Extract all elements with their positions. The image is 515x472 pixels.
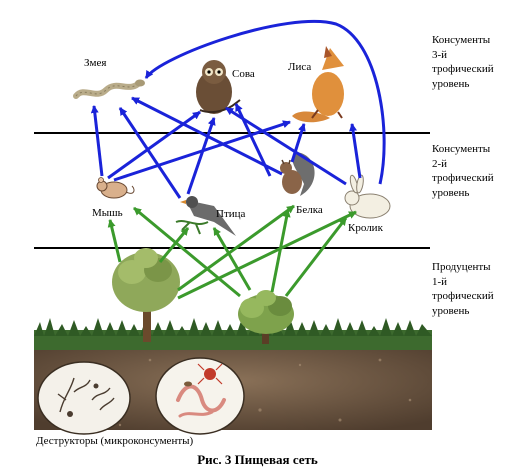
mouse-icon <box>96 177 135 199</box>
bush-producer <box>238 290 294 344</box>
level2-line-3: трофический <box>432 172 494 184</box>
consumer-arrows <box>90 19 386 199</box>
label-bird: Птица <box>216 208 246 220</box>
fox-icon <box>292 46 344 123</box>
owl-icon <box>196 60 241 114</box>
level2-line-1: Консументы <box>432 143 491 155</box>
level2-line-2: 2-й <box>432 157 448 170</box>
producer-arrows <box>107 204 357 300</box>
tree-producer <box>112 248 180 342</box>
figure-caption: Рис. 3 Пищевая сеть <box>197 452 318 467</box>
label-squirrel: Белка <box>296 204 323 216</box>
level1-label: Продуценты 1-й трофический уровень <box>432 260 514 318</box>
label-snake: Змея <box>84 57 106 69</box>
level1-line-3: трофический <box>432 290 494 302</box>
level2-label: Консументы 2-й трофический уровень <box>432 142 514 200</box>
label-rabbit: Кролик <box>348 222 384 234</box>
label-owl: Сова <box>232 68 255 80</box>
level1-line-2: 1-й <box>432 275 448 288</box>
squirrel-icon <box>280 152 315 196</box>
level1-line-4: уровень <box>432 304 470 317</box>
level3-line-2: 3-й <box>432 48 448 61</box>
decomposer-circle-left <box>37 361 131 435</box>
grass-strip <box>34 318 432 350</box>
snake-icon <box>73 79 145 99</box>
level2-line-4: уровень <box>432 186 470 199</box>
label-fox: Лиса <box>288 61 311 73</box>
level3-line-3: трофический <box>432 63 494 75</box>
level3-label: Консументы 3-й трофический уровень <box>432 33 514 91</box>
label-decomposers: Деструкторы (микроконсументы) <box>36 435 194 447</box>
rabbit-icon <box>344 174 391 219</box>
bird-icon <box>175 196 236 236</box>
level3-line-4: уровень <box>432 77 470 90</box>
level1-line-1: Продуценты <box>432 261 491 273</box>
level3-line-1: Консументы <box>432 34 491 46</box>
label-mouse: Мышь <box>92 207 123 219</box>
decomposer-circle-middle <box>155 357 245 435</box>
